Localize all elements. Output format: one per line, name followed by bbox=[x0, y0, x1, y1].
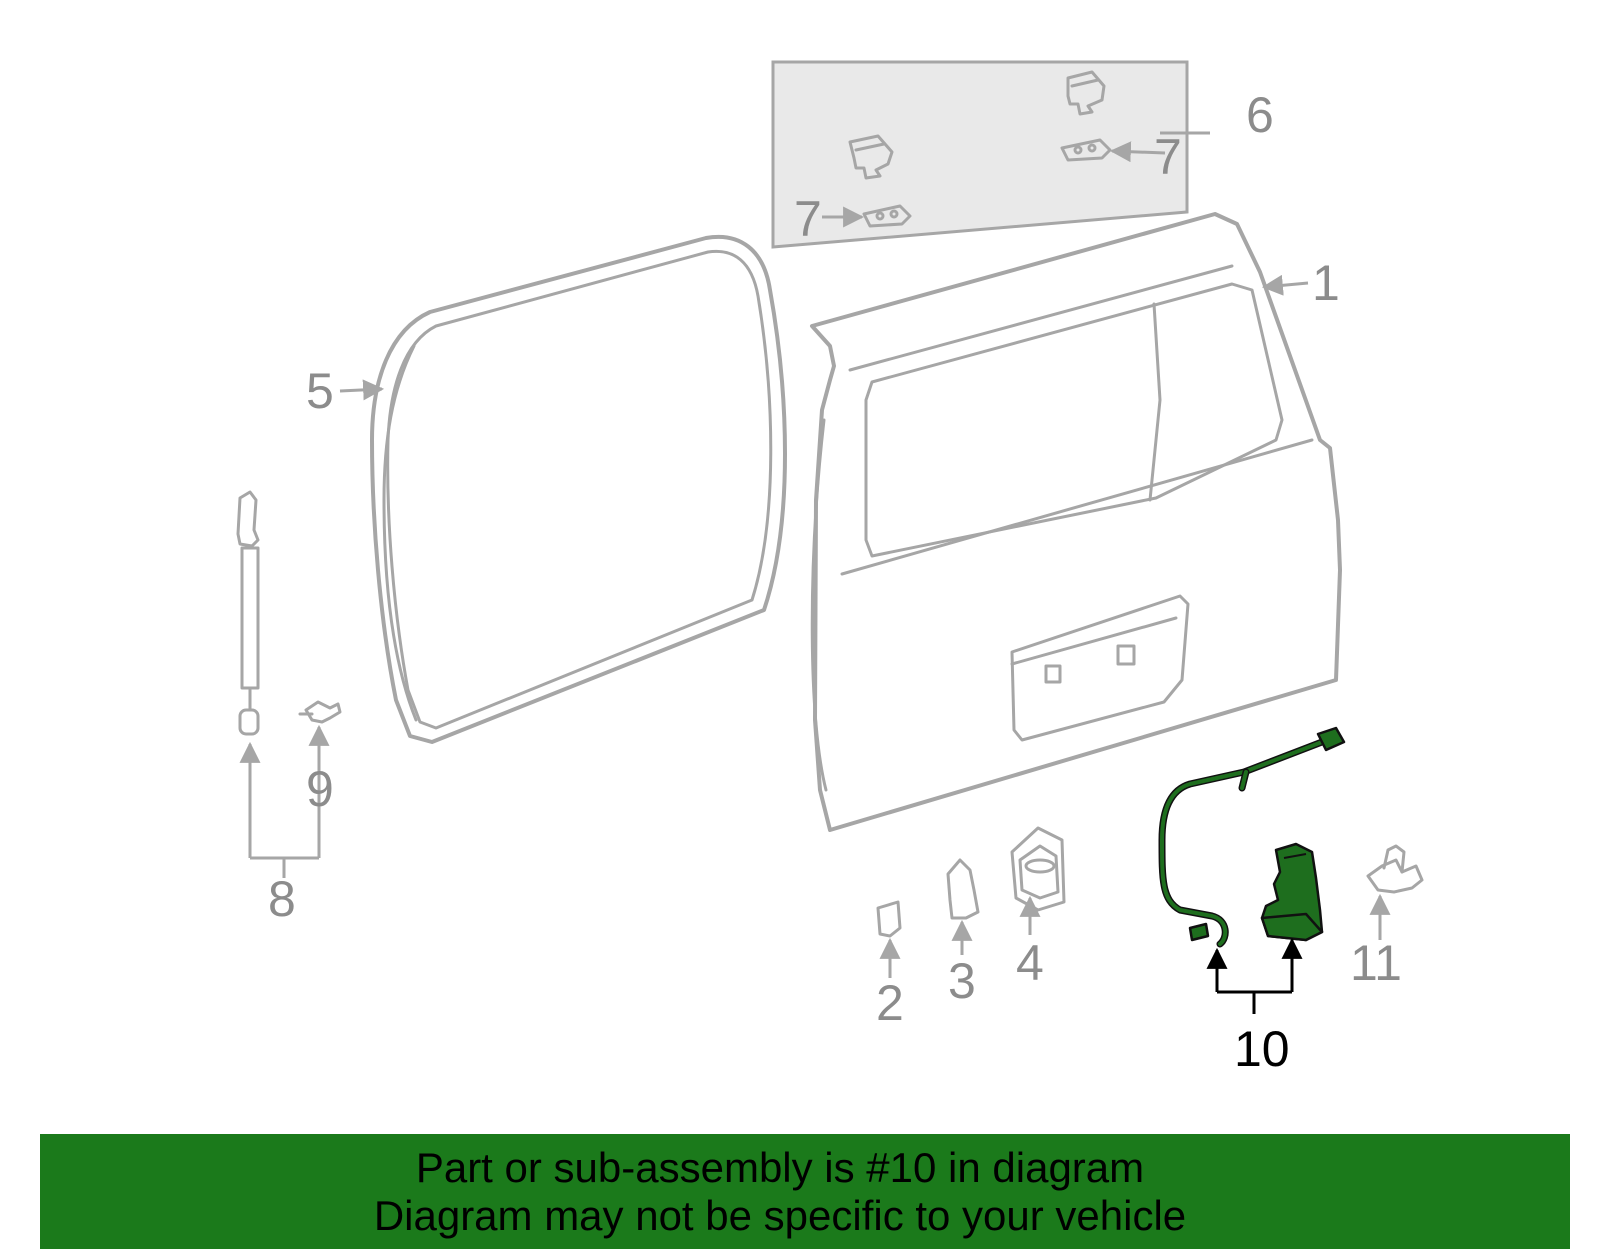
part-10-lock-assembly bbox=[1158, 726, 1346, 1014]
part-11-striker bbox=[1366, 844, 1424, 940]
banner-line-1: Part or sub-assembly is #10 in diagram bbox=[415, 1144, 1145, 1191]
callout-10: 10 bbox=[1234, 1021, 1290, 1077]
strut-clip bbox=[298, 700, 342, 724]
callout-2: 2 bbox=[876, 975, 904, 1031]
hinge-inset-box bbox=[771, 60, 1210, 249]
callout-4: 4 bbox=[1016, 935, 1044, 991]
callout-6: 6 bbox=[1246, 87, 1274, 143]
part-2-pad bbox=[876, 900, 902, 978]
notice-banner: Part or sub-assembly is #10 in diagram D… bbox=[40, 1134, 1570, 1249]
callout-7-upper: 7 bbox=[1154, 129, 1182, 185]
parts-diagram: 1 2 3 4 5 6 7 7 8 9 10 11 bbox=[236, 60, 1424, 1077]
callout-5: 5 bbox=[306, 363, 334, 419]
hinge-upper-right bbox=[1066, 70, 1106, 116]
banner-line-2: Diagram may not be specific to your vehi… bbox=[373, 1192, 1187, 1239]
lift-support-strut bbox=[236, 490, 330, 878]
part-3-bracket bbox=[946, 858, 980, 955]
callout-3: 3 bbox=[948, 953, 976, 1009]
callout-7-lower: 7 bbox=[794, 191, 822, 247]
callout-9: 9 bbox=[306, 761, 334, 817]
part-4-lamp-housing bbox=[1010, 826, 1066, 935]
callout-1: 1 bbox=[1312, 255, 1340, 311]
hinge-plate-lower bbox=[862, 204, 912, 228]
wire-harness bbox=[1158, 726, 1346, 948]
back-door-panel bbox=[810, 212, 1342, 832]
callout-8: 8 bbox=[268, 871, 296, 927]
weatherstrip bbox=[339, 234, 787, 744]
hinge-plate-upper bbox=[1060, 138, 1112, 162]
callout-11: 11 bbox=[1350, 935, 1402, 991]
door-lock-actuator bbox=[1260, 842, 1324, 942]
hinge-left bbox=[848, 134, 894, 180]
